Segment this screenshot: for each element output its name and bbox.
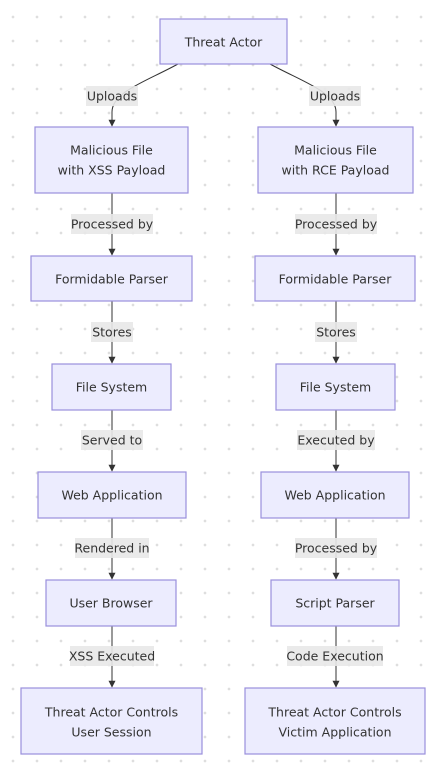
node-user-browser-label: User Browser [69,596,153,611]
edge-label-processed2-right: Processed by [295,541,378,556]
node-malicious-file-rce-line2: with RCE Payload [282,163,390,178]
edge-label-rendered-left: Rendered in [74,541,149,556]
node-formidable-parser-left-label: Formidable Parser [55,272,169,287]
node-formidable-parser-left: Formidable Parser [30,255,193,302]
edge-labels: Uploads Uploads Processed by Processed b… [69,86,384,666]
node-controls-victim-application: Threat Actor Controls Victim Application [244,687,426,755]
node-formidable-parser-right: Formidable Parser [254,255,416,302]
edge-label-executed-right: Executed by [297,433,375,448]
node-script-parser-label: Script Parser [295,596,375,611]
node-controls-user-session: Threat Actor Controls User Session [20,687,203,755]
node-web-application-left-label: Web Application [61,488,162,503]
node-user-browser: User Browser [45,579,177,627]
node-controls-user-session-line1: Threat Actor Controls [44,705,178,720]
node-controls-victim-application-line1: Threat Actor Controls [267,705,401,720]
node-web-application-right-label: Web Application [284,488,385,503]
node-script-parser: Script Parser [270,579,400,627]
edge-label-uploads-right: Uploads [310,89,360,104]
node-web-application-left: Web Application [37,471,187,519]
node-controls-user-session-line2: User Session [71,725,151,740]
edge-label-uploads-left: Uploads [87,89,137,104]
node-file-system-left: File System [51,363,172,411]
edge-label-xss-left: XSS Executed [69,649,155,664]
edge-label-processed-left: Processed by [71,217,154,232]
node-malicious-file-xss-line2: with XSS Payload [58,163,166,178]
node-malicious-file-rce-line1: Malicious File [294,143,377,158]
node-malicious-file-xss: Malicious File with XSS Payload [34,126,189,194]
node-file-system-left-label: File System [76,380,148,395]
node-controls-victim-application-line2: Victim Application [279,725,392,740]
edge-label-served-left: Served to [82,433,142,448]
edge-label-stores-right: Stores [316,325,356,340]
edge-label-processed-right: Processed by [295,217,378,232]
edge-label-code-right: Code Execution [286,649,383,664]
node-threat-actor: Threat Actor [159,18,288,65]
node-threat-actor-label: Threat Actor [184,35,263,50]
nodes: Threat Actor Malicious File with XSS Pay… [20,18,426,755]
edge-label-stores-left: Stores [92,325,132,340]
node-file-system-right-label: File System [300,380,372,395]
node-web-application-right: Web Application [260,471,410,519]
node-formidable-parser-right-label: Formidable Parser [279,272,393,287]
node-malicious-file-rce: Malicious File with RCE Payload [257,126,414,194]
node-malicious-file-xss-line1: Malicious File [70,143,153,158]
node-file-system-right: File System [275,363,396,411]
